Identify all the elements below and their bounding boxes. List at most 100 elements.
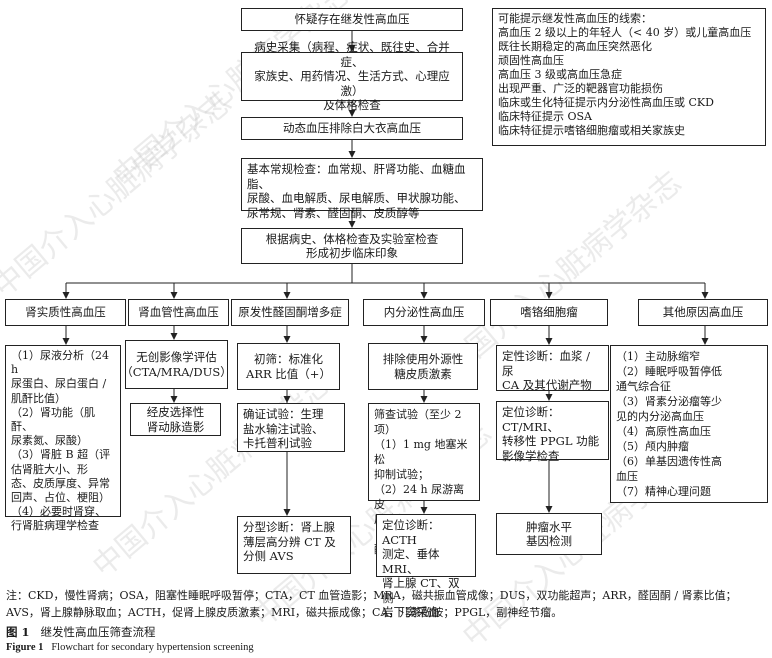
aldo-3-line: 薄层高分辨 CT 及 (243, 534, 336, 549)
history-line: 及体格检查 (323, 98, 381, 113)
routine-line: 尿酸、血电解质、尿电解质、甲状腺功能、 (247, 191, 466, 205)
category-other-causes: 其他原因高血压 (638, 299, 768, 326)
other-detail-line: （6）单基因遗传性高 (616, 455, 722, 468)
renal-detail-line: 估肾脏大小、形 (11, 462, 88, 476)
other-detail-line: （1）主动脉缩窄 (616, 350, 700, 363)
other-detail-line: （7）精神心理问题 (616, 485, 711, 498)
endo-2-line: 抑制试验； (374, 468, 429, 481)
endo-2-line: （2）24 h 尿游离皮 (374, 483, 465, 511)
cat-other-line: 其他原因高血压 (662, 305, 744, 320)
clues-line: 临床特征提示 OSA (498, 110, 592, 123)
pheo-2-line: 定位诊断：CT/MRI、 (502, 405, 560, 434)
renovasc-2-line: 肾动脉造影 (146, 419, 205, 434)
renal-detail-line: （2）肾功能（肌酐、 (11, 405, 95, 434)
tumor-genetic-testing-box: 肿瘤水平基因检测 (496, 513, 602, 555)
aldo-2-line: 卡托普利试验 (243, 436, 312, 450)
figure-caption-en: Figure 1 Flowchart for secondary hyperte… (6, 642, 254, 653)
endo-1-line: 糖皮质激素 (394, 366, 452, 381)
renal-detail-line: 回声、占位、梗阻） (11, 491, 110, 505)
cat-renovascular-line: 肾血管性高血压 (138, 305, 219, 320)
figure-caption-cn: 图 1 继发性高血压筛查流程 (6, 624, 155, 640)
endo-2-line: 筛查试验（至少 2 项） (374, 408, 462, 436)
figure-title-cn: 继发性高血压筛查流程 (40, 625, 156, 639)
cat-pheo-line: 嗜铬细胞瘤 (520, 305, 578, 320)
figure-label-en: Figure 1 (6, 642, 44, 653)
other-detail-line: （4）高原性高血压 (616, 425, 711, 438)
other-detail-line: 通气综合征 (616, 380, 671, 393)
impression-line: 形成初步临床印象 (306, 246, 398, 260)
history-taking-box: 病史采集（病程、症状、既往史、合并症、家族史、用药情况、生活方式、心理应激）及体… (241, 40, 463, 112)
suspect-secondary-hypertension-box: 怀疑存在继发性高血压 (241, 8, 463, 31)
ambulatory-line: 动态血压排除白大衣高血压 (283, 121, 421, 136)
clues-line: 可能提示继发性高血压的线索： (498, 12, 652, 25)
clues-box: 可能提示继发性高血压的线索：高血压 2 级以上的年轻人（< 40 岁）或儿童高血… (492, 8, 766, 146)
endo-3-line: 肾上腺 CT、双侧 (382, 576, 460, 605)
endo-3-line: 岩下窦采血 (382, 605, 440, 619)
aldo-1-line: 初筛：标准化 (253, 352, 323, 366)
endo-3-line: 定位诊断：ACTH (382, 518, 440, 547)
aldo-3-line: 分型诊断：肾上腺 (243, 520, 335, 534)
pheo-3-line: 肿瘤水平 (526, 519, 572, 534)
other-detail-line: 见的内分泌高血压 (616, 410, 704, 423)
renal-detail-line: 行肾脏病理学检查 (11, 519, 99, 533)
other-detail-line: 血压 (616, 470, 638, 483)
history-line: 病史采集（病程、症状、既往史、合并症、 (254, 40, 450, 69)
abbreviation-note-line-2: AVS，肾上腺静脉取血；ACTH，促肾上腺皮质激素；MRI，磁共振成像；CA，儿… (6, 606, 563, 619)
renal-detail-line: 尿素氮、尿酸） (11, 434, 88, 448)
renal-detail-line: （1）尿液分析（24 h (11, 349, 109, 377)
figure-title-en: Flowchart for secondary hypertension scr… (51, 642, 254, 653)
category-renal-parenchymal: 肾实质性高血压 (5, 299, 126, 326)
renal-detail-line: （4）必要时肾穿、 (11, 505, 106, 519)
renal-detail-line: （3）肾脏 B 超（评 (11, 448, 111, 462)
pheo-2-line: 转移性 PPGL 功能 (502, 434, 600, 448)
category-primary-aldosteronism: 原发性醛固酮增多症 (231, 299, 349, 326)
impression-line: 根据病史、体格检查及实验室检查 (265, 231, 439, 246)
routine-tests-box: 基本常规检查：血常规、肝肾功能、血糖血脂、尿酸、血电解质、尿电解质、甲状腺功能、… (241, 158, 483, 220)
aldo-subtyping-box: 分型诊断：肾上腺薄层高分辨 CT 及分侧 AVS (237, 516, 351, 574)
renal-angiography-box: 经皮选择性肾动脉造影 (130, 403, 221, 436)
category-pheochromocytoma: 嗜铬细胞瘤 (490, 299, 608, 326)
clues-line: 临床特征提示嗜铬细胞瘤或相关家族史 (498, 124, 685, 137)
cat-renal-line: 肾实质性高血压 (25, 305, 106, 320)
cat-endo-line: 内分泌性高血压 (383, 305, 465, 320)
renal-detail-line: 尿蛋白、尿白蛋白 / (11, 377, 107, 391)
pheo-1-line: 定性诊断：血浆 / 尿 (502, 349, 591, 378)
routine-line: 基本常规检查：血常规、肝肾功能、血糖血脂、 (247, 162, 466, 191)
clues-line: 既往长期稳定的高血压突然恶化 (498, 40, 652, 53)
clues-line: 顽固性高血压 (498, 54, 564, 67)
other-causes-list-box: （1）主动脉缩窄 （2）睡眠呼吸暂停低通气综合征 （3）肾素分泌瘤等少见的内分泌高血… (610, 345, 768, 503)
pheo-1-line: CA 及其代谢产物 (502, 378, 592, 392)
renovascular-imaging-box: 无创影像学评估（CTA/MRA/DUS） (121, 340, 232, 389)
aldo-1-line: ARR 比值（+） (246, 366, 331, 381)
routine-line: 尿常规、肾素、醛固酮、皮质醇等 (247, 205, 420, 220)
history-line: 家族史、用药情况、生活方式、心理应激） (254, 69, 450, 98)
category-renovascular: 肾血管性高血压 (128, 299, 229, 326)
aldo-3-line: 分侧 AVS (243, 549, 294, 563)
other-detail-line: （5）颅内肿瘤 (616, 440, 689, 453)
pheo-localization-box: 定位诊断：CT/MRI、转移性 PPGL 功能影像学检查 (496, 401, 609, 463)
aldo-confirmation-box: 确证试验：生理盐水输注试验、卡托普利试验 (237, 403, 345, 452)
suspect-line: 怀疑存在继发性高血压 (294, 12, 410, 27)
category-endocrine: 内分泌性高血压 (363, 299, 485, 326)
renal-detail-line: 肌酐比值） (11, 391, 66, 405)
renovasc-2-line: 经皮选择性 (146, 405, 205, 419)
endo-1-line: 排除使用外源性 (382, 352, 464, 366)
renovasc-1-line: 无创影像学评估 (136, 350, 217, 364)
endo-3-line: 测定、垂体 MRI、 (382, 547, 440, 576)
clinical-impression-box: 根据病史、体格检查及实验室检查形成初步临床印象 (241, 228, 463, 264)
aldo-2-line: 确证试验：生理 (243, 407, 324, 421)
clues-line: 高血压 2 级以上的年轻人（< 40 岁）或儿童高血压 (498, 26, 752, 39)
other-detail-line: （2）睡眠呼吸暂停低 (616, 365, 722, 378)
endo-2-line: （1）1 mg 地塞米松 (374, 438, 468, 466)
cortisol-screening-box: 筛查试验（至少 2 项）（1）1 mg 地塞米松抑制试验； （2）24 h 尿游离… (368, 403, 480, 556)
ambulatory-bp-box: 动态血压排除白大衣高血压 (241, 117, 463, 140)
cat-aldo-line: 原发性醛固酮增多症 (238, 305, 342, 320)
pheo-2-line: 影像学检查 (502, 448, 560, 463)
exclude-glucocorticoid-box: 排除使用外源性糖皮质激素 (368, 343, 478, 390)
aldo-2-line: 盐水输注试验、 (243, 421, 324, 436)
other-detail-line: （3）肾素分泌瘤等少 (616, 395, 722, 408)
abbreviation-note-line-1: 注：CKD，慢性肾病；OSA，阻塞性睡眠呼吸暂停；CTA，CT 血管造影；MRA… (6, 589, 737, 602)
